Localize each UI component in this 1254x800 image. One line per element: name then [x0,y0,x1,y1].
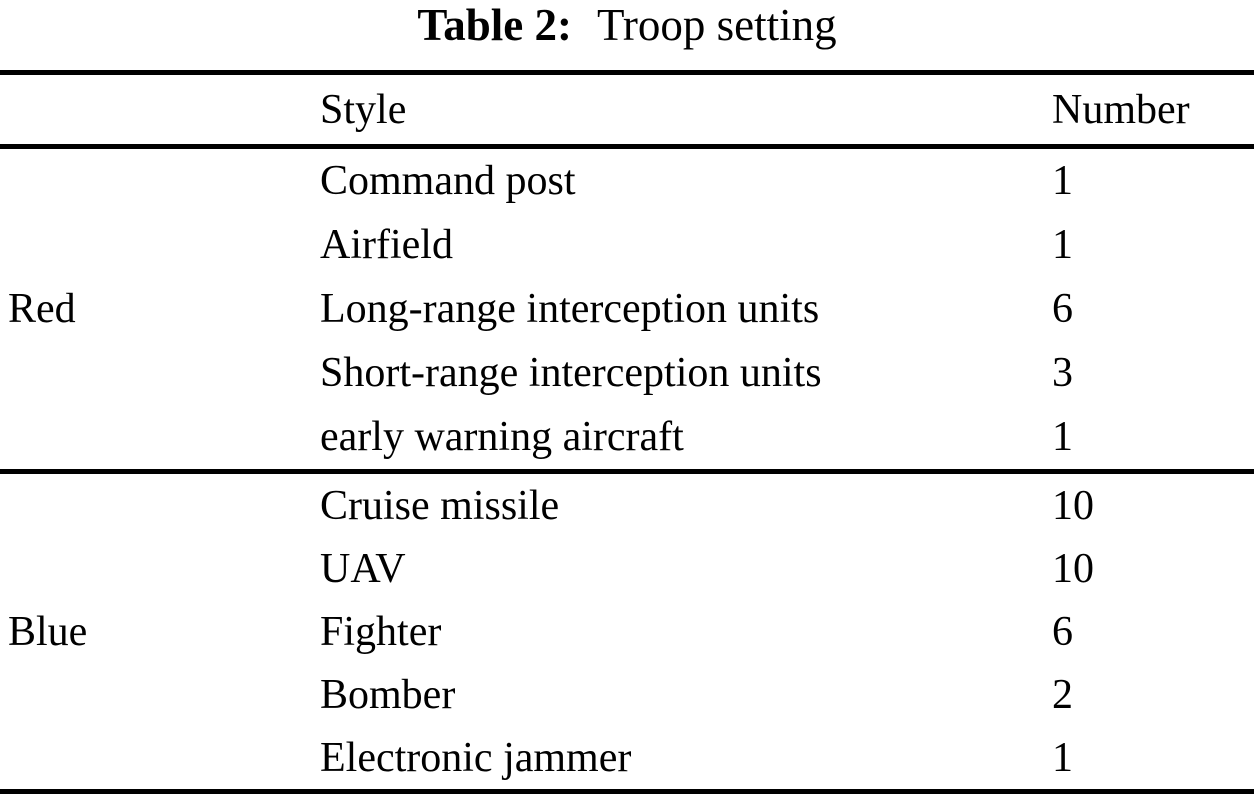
table-row: Electronic jammer 1 [0,726,1254,789]
style-cell: Electronic jammer [320,734,632,781]
number-cell: 1 [1052,222,1073,268]
style-cell: Long-range interception units [320,286,820,332]
style-cell: Fighter [320,608,442,655]
style-cell: Airfield [320,222,453,268]
style-cell: early warning aircraft [320,414,684,460]
number-cell: 1 [1052,158,1073,204]
number-cell: 6 [1052,608,1073,655]
table-bottom-rule [0,789,1254,794]
table-row: Bomber 2 [0,663,1254,726]
table-row: Airfield 1 [0,213,1254,277]
number-cell: 1 [1052,414,1073,460]
table-row: Cruise missile 10 [0,474,1254,537]
table-caption: Table 2: Troop setting [0,0,1254,70]
number-cell: 10 [1052,482,1094,529]
table-section-red: Red Command post 1 Airfield 1 Long-range… [0,149,1254,469]
table-row: Fighter 6 [0,600,1254,663]
table-row: Short-range interception units 3 [0,341,1254,405]
style-cell: Short-range interception units [320,350,822,396]
number-cell: 10 [1052,545,1094,592]
header-style-cell: Style [320,86,407,133]
table-row: Command post 1 [0,149,1254,213]
style-cell: Cruise missile [320,482,560,529]
table-mid-rule [0,469,1254,474]
table-row: early warning aircraft 1 [0,405,1254,469]
group-label-blue: Blue [8,608,88,655]
number-cell: 3 [1052,350,1073,396]
table-row: UAV 10 [0,537,1254,600]
table-caption-label: Table 2: [417,0,572,50]
table-row: Long-range interception units 6 [0,277,1254,341]
group-label-red: Red [8,286,76,332]
table-header-row: Style Number [0,75,1254,144]
red-rows: Command post 1 Airfield 1 Long-range int… [0,149,1254,469]
number-cell: 1 [1052,734,1073,781]
number-cell: 2 [1052,671,1073,718]
number-cell: 6 [1052,286,1073,332]
style-cell: UAV [320,545,406,592]
header-number-cell: Number [1052,86,1190,133]
style-cell: Bomber [320,671,456,718]
table-header-rule [0,144,1254,149]
table-section-blue: Blue Cruise missile 10 UAV 10 Fighter 6 … [0,474,1254,789]
style-cell: Command post [320,158,576,204]
blue-rows: Cruise missile 10 UAV 10 Fighter 6 Bombe… [0,474,1254,789]
table-top-rule [0,70,1254,75]
table-caption-title: Troop setting [596,0,837,50]
